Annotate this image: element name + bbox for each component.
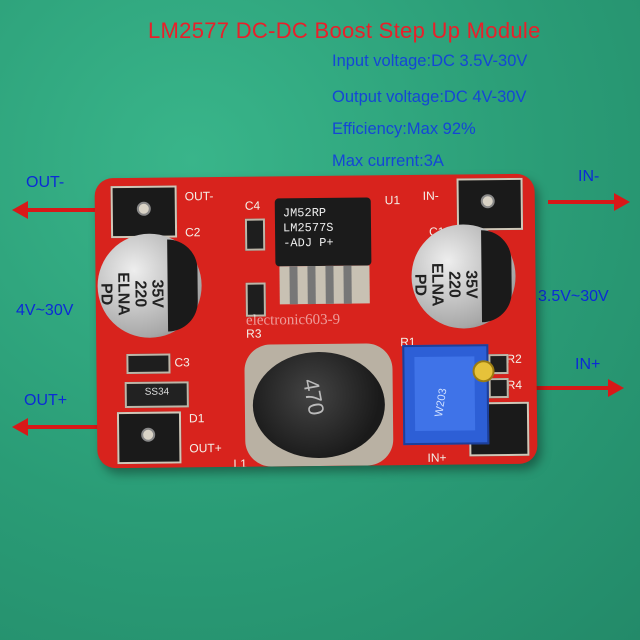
cap-text-value: 220 — [131, 280, 149, 308]
diode-text: SS34 — [144, 386, 170, 398]
capacitor-c2: 35V 220 ELNA PD — [97, 233, 203, 339]
potentiometer[interactable]: W203 — [402, 344, 490, 446]
ic-tab — [279, 265, 370, 305]
inductor-l1: 470 — [244, 343, 394, 467]
in-plus-label: IN+ — [575, 356, 601, 373]
capacitor-stripe — [167, 239, 199, 332]
silk-d1: D1 — [188, 411, 205, 426]
capacitor-c1: 35V 220 ELNA PD — [410, 223, 517, 329]
spec-input-voltage: Input voltage:DC 3.5V-30V — [332, 52, 528, 70]
ic-text-line2: LM2577S — [282, 220, 334, 236]
silk-in-minus: IN- — [422, 188, 439, 203]
cap-text-brand: ELNA — [428, 262, 446, 307]
cap-text-voltage: 35V — [462, 270, 480, 299]
silk-r4: R4 — [506, 377, 523, 393]
silk-r2: R2 — [506, 351, 522, 367]
silk-c3: C3 — [174, 355, 190, 370]
silk-in-plus: IN+ — [427, 450, 447, 465]
silk-c4: C4 — [244, 198, 261, 213]
ic-text-line3: -ADJ P+ — [283, 235, 334, 251]
silk-l1: L1 — [233, 456, 247, 469]
watermark-text: electronic603-9 — [245, 311, 341, 329]
in-minus-arrow — [548, 193, 630, 211]
pcb-board: OUT- OUT+ IN- IN+ C2 C4 U1 C1 R3 C3 D1 L… — [94, 173, 538, 469]
out-plus-arrow — [12, 418, 106, 436]
diode-d1: SS34 — [124, 381, 189, 409]
spec-efficiency: Efficiency:Max 92% — [332, 120, 476, 138]
out-minus-arrow — [12, 201, 100, 219]
in-minus-label: IN- — [578, 168, 600, 185]
pad-hole — [141, 427, 156, 442]
spec-max-current: Max current:3A — [332, 152, 444, 170]
page-title: LM2577 DC-DC Boost Step Up Module — [148, 18, 541, 43]
out-minus-label: OUT- — [26, 174, 65, 191]
out-range-label: 4V~30V — [16, 302, 74, 319]
spec-output-voltage: Output voltage:DC 4V-30V — [332, 88, 527, 106]
ic-text-line1: JM52RP — [282, 205, 327, 221]
lm2577-ic: JM52RP LM2577S -ADJ P+ — [274, 197, 372, 267]
pad-hole — [136, 201, 151, 216]
cap-text-series: PD — [411, 273, 429, 297]
pad-hole — [480, 194, 495, 209]
silk-c2: C2 — [184, 225, 201, 240]
silk-u1: U1 — [384, 193, 401, 208]
in-plus-arrow — [530, 379, 624, 397]
cap-text-value: 220 — [445, 271, 463, 298]
cap-text-series: PD — [97, 282, 115, 306]
cap-text-brand: ELNA — [114, 272, 132, 316]
cap-text-voltage: 35V — [148, 279, 166, 308]
in-range-label: 3.5V~30V — [538, 288, 609, 305]
silk-out-minus: OUT- — [184, 189, 214, 204]
out-plus-label: OUT+ — [24, 392, 68, 409]
smd-c3 — [126, 353, 171, 374]
smd-r4 — [488, 377, 509, 399]
capacitor-stripe — [481, 229, 513, 323]
smd-c4 — [244, 218, 266, 251]
silk-out-plus: OUT+ — [189, 440, 222, 456]
pot-adjust-screw[interactable] — [472, 360, 495, 383]
